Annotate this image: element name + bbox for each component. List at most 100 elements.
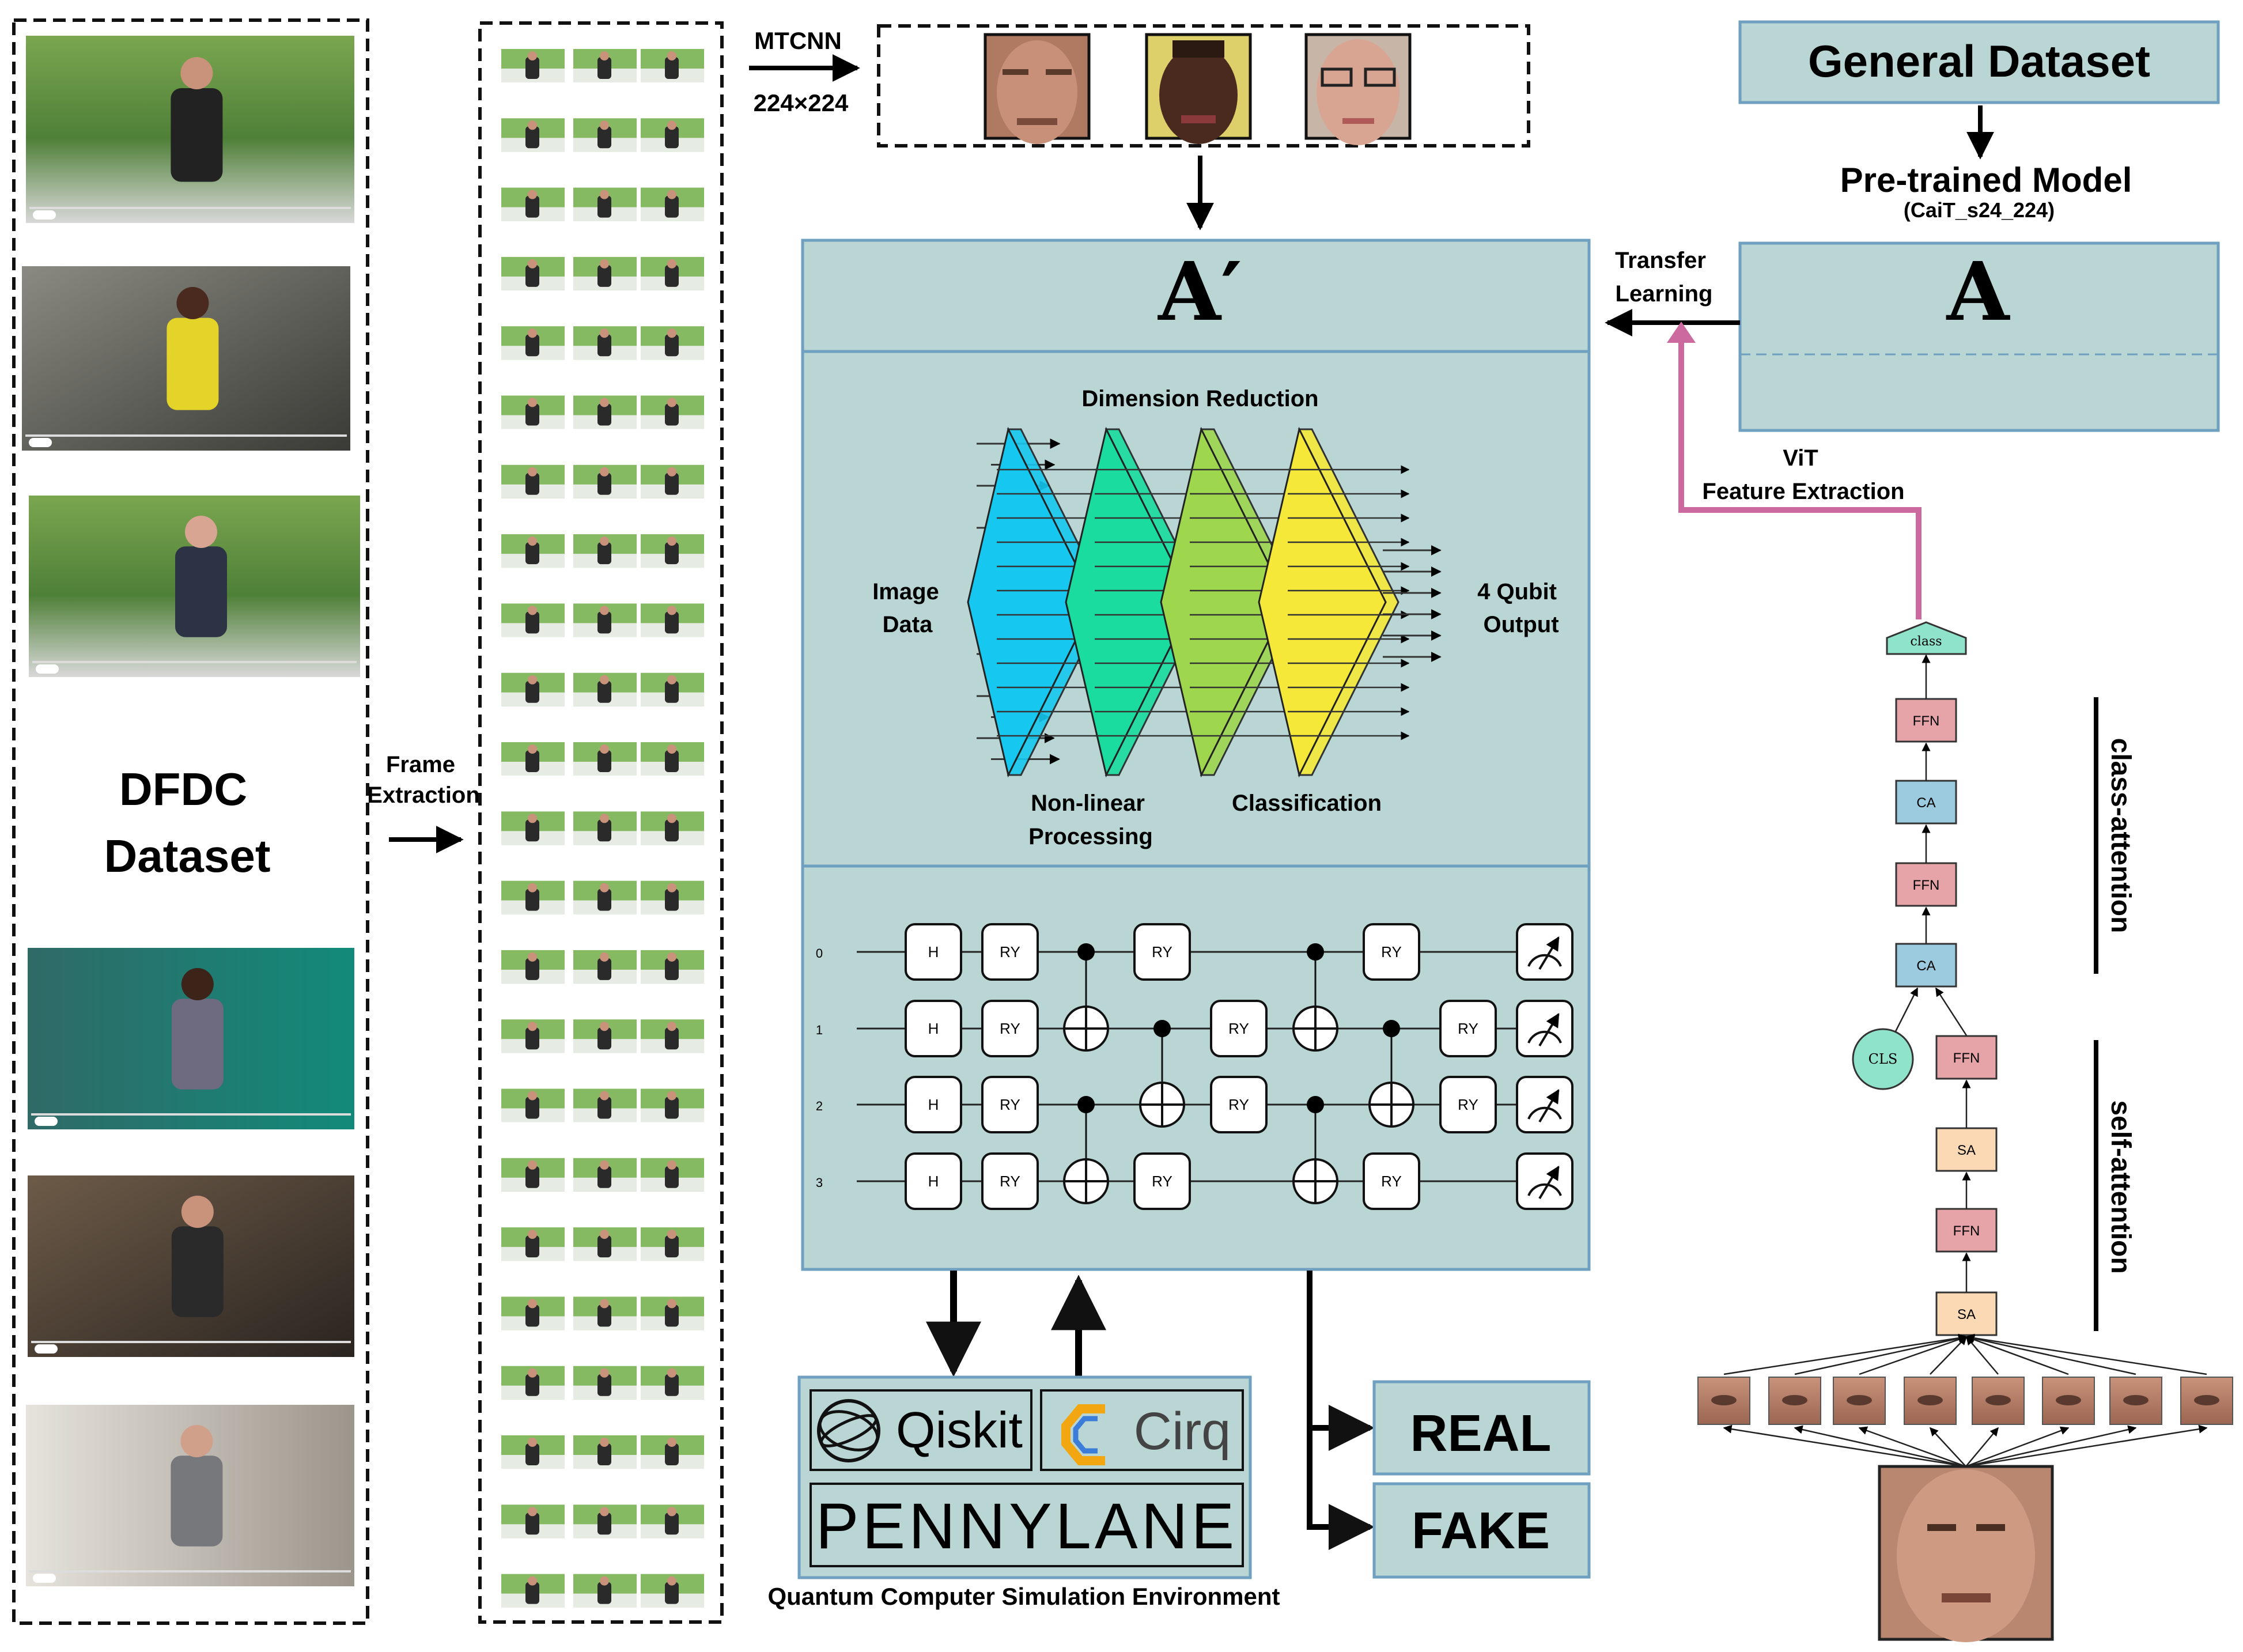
output-label-line1: 4 Qubit <box>1477 579 1557 604</box>
frame-thumbnail <box>641 256 704 290</box>
frame-thumbnail <box>573 603 637 637</box>
gate-label: H <box>928 1020 939 1037</box>
cait-arrow <box>1858 1426 1966 1468</box>
frame-thumbnail <box>573 1227 637 1261</box>
cait-arrow <box>1930 1336 1968 1375</box>
a-prime-header-panel <box>801 239 1591 353</box>
cirq-label: Cirq <box>1134 1402 1231 1461</box>
face-patch-2 <box>1768 1377 1821 1425</box>
frame-thumbnail <box>641 1435 704 1469</box>
frame-thumbnail <box>641 742 704 776</box>
face-patch-3 <box>1833 1377 1886 1425</box>
frame-thumbnail <box>641 1296 704 1330</box>
frame-thumbnail <box>641 1504 704 1538</box>
vit-feature-path <box>1678 337 1922 619</box>
a-prime-label: A′ <box>1157 245 1242 339</box>
frame-thumbnail <box>573 1366 637 1400</box>
ry-gate: RY <box>1210 1000 1268 1057</box>
frame-thumbnail <box>573 1088 637 1122</box>
class-attention-label: class-attention <box>2105 738 2136 933</box>
frame-thumbnail <box>641 1574 704 1608</box>
general-dataset-label: General Dataset <box>1808 36 2150 86</box>
cropped-face-3 <box>1304 33 1412 145</box>
extracted-frames-grid <box>501 49 704 1608</box>
frame-extraction-label-line2: Extraction <box>367 782 480 808</box>
measure-icon <box>1516 923 1573 981</box>
nonlinear-label-line2: Processing <box>1028 824 1153 849</box>
face-patch-5 <box>1972 1377 2025 1425</box>
qubit-index-2: 2 <box>816 1099 823 1113</box>
gate-label: RY <box>1458 1096 1478 1113</box>
ry-gate: RY <box>1363 923 1420 981</box>
frame-thumbnail <box>573 950 637 984</box>
cait-arrow <box>1723 1424 1966 1468</box>
frame-thumbnail <box>501 1574 565 1608</box>
measure-icon <box>1516 1000 1573 1057</box>
cropped-faces-box <box>877 24 1530 148</box>
frame-thumbnail <box>641 187 704 221</box>
face-patch-8 <box>2180 1377 2233 1425</box>
block-label: FFN <box>1913 878 1940 893</box>
vit-label-line2: Feature Extraction <box>1702 479 1904 504</box>
gate-label: RY <box>1228 1096 1249 1113</box>
ry-gate: RY <box>1439 1000 1497 1057</box>
control-dot <box>1307 943 1324 961</box>
frame-thumbnail <box>501 1019 565 1053</box>
ry-gate: RY <box>981 923 1039 981</box>
cait-arrow <box>1794 1425 1966 1468</box>
qubit-index-0: 0 <box>816 946 823 961</box>
vit-feature-arrowhead <box>1667 322 1696 343</box>
frame-thumbnail <box>501 534 565 568</box>
frame-thumbnail <box>501 1504 565 1538</box>
control-dot <box>1383 1020 1400 1037</box>
gate-label: RY <box>1000 943 1020 961</box>
dfdc-title-line2: Dataset <box>104 830 270 882</box>
self-attention-label: self-attention <box>2105 1100 2136 1273</box>
qiskit-box <box>810 1389 1032 1471</box>
frame-thumbnail <box>573 187 637 221</box>
target-xor <box>1368 1082 1414 1128</box>
ffn-block: FFN <box>1895 862 1957 907</box>
frame-thumbnail <box>641 880 704 914</box>
dataset-video-6 <box>26 1405 354 1586</box>
gate-label: H <box>928 1096 939 1113</box>
ry-gate: RY <box>1210 1076 1268 1133</box>
frame-thumbnail <box>501 950 565 984</box>
gate-label: RY <box>1000 1020 1020 1037</box>
qnn-layer-4 <box>1258 426 1410 778</box>
face-patch-4 <box>1904 1377 1957 1425</box>
frame-thumbnail <box>641 534 704 568</box>
gate-label: H <box>928 943 939 961</box>
frame-thumbnail <box>573 118 637 152</box>
frame-thumbnail <box>501 49 565 82</box>
transfer-learning-label-line1: Transfer <box>1615 248 1706 273</box>
cait-arrow <box>1965 1427 1999 1467</box>
ry-gate: RY <box>1363 1152 1420 1210</box>
ry-gate: RY <box>1133 923 1191 981</box>
target-xor <box>1063 1158 1109 1204</box>
class-token-label: class <box>1910 634 1942 649</box>
simulator-panel <box>797 1375 1252 1579</box>
dataset-column-border <box>12 18 369 1625</box>
frame-thumbnail <box>641 950 704 984</box>
frame-thumbnail <box>641 1227 704 1261</box>
face-patch-6 <box>2042 1377 2095 1425</box>
ffn-block: FFN <box>1895 698 1957 743</box>
frame-thumbnail <box>641 464 704 498</box>
real-box <box>1372 1380 1591 1476</box>
frame-thumbnail <box>641 811 704 845</box>
fake-box <box>1372 1482 1591 1579</box>
dataset-video-2 <box>22 266 350 451</box>
frame-thumbnail <box>573 534 637 568</box>
face-patch-1 <box>1697 1377 1750 1425</box>
frame-thumbnail <box>501 811 565 845</box>
general-dataset-box <box>1738 20 2220 104</box>
qubit-index-1: 1 <box>816 1023 823 1037</box>
qubit-index-3: 3 <box>816 1175 823 1190</box>
frame-thumbnail <box>641 395 704 429</box>
frame-thumbnail <box>641 326 704 360</box>
frame-thumbnail <box>573 1158 637 1192</box>
frame-thumbnail <box>501 464 565 498</box>
qiskit-logo-icon <box>817 1399 880 1462</box>
